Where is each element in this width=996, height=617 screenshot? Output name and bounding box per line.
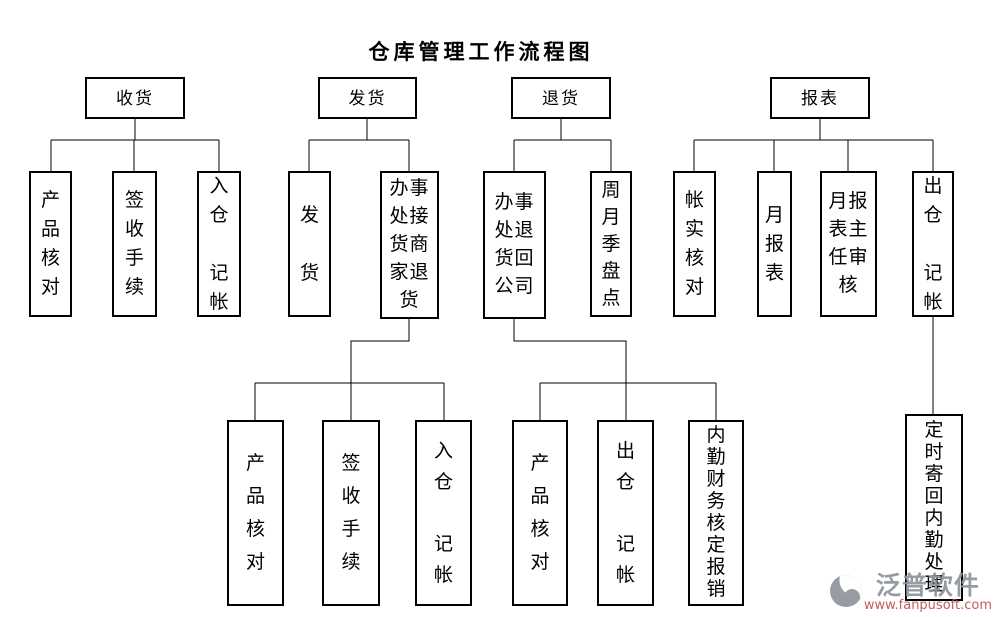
node-inbound-ledger-2: 入 仓 记 帐 bbox=[415, 420, 472, 606]
fanpu-logo-icon bbox=[829, 575, 862, 607]
node-product-check-3: 产 品 核 对 bbox=[512, 420, 568, 606]
node-sign-procedure-2: 签 收 手 续 bbox=[322, 420, 380, 606]
node-outbound-ledger-2: 出 仓 记 帐 bbox=[597, 420, 654, 606]
node-outbound-ledger-1: 出 仓 记 帐 bbox=[912, 171, 954, 317]
page-title: 仓库管理工作流程图 bbox=[368, 40, 594, 64]
node-period-inventory-count: 周 月 季 盘 点 bbox=[590, 171, 632, 317]
watermark-url: www.fanpusoft.com bbox=[863, 598, 992, 613]
node-inbound-ledger-1: 入 仓 记 帐 bbox=[197, 171, 241, 317]
node-office-return-to-company: 办事 处退 货回 公司 bbox=[483, 171, 546, 319]
node-reports: 报表 bbox=[770, 77, 870, 119]
node-returns: 退货 bbox=[511, 77, 611, 119]
node-office-receive-merchant-returns: 办事 处接 货商 家退 货 bbox=[380, 171, 439, 319]
node-account-reality-check: 帐 实 核 对 bbox=[673, 171, 716, 317]
node-office-finance-reimburse: 内 勤 财 务 核 定 报 销 bbox=[688, 420, 744, 606]
node-ship-goods: 发 货 bbox=[288, 171, 331, 317]
watermark: 泛普软件 www.fanpusoft.com bbox=[829, 571, 992, 613]
watermark-brand: 泛普软件 bbox=[875, 571, 980, 600]
node-monthly-report: 月 报 表 bbox=[757, 171, 792, 317]
node-product-check-2: 产 品 核 对 bbox=[227, 420, 284, 606]
node-receiving: 收货 bbox=[85, 77, 185, 119]
node-product-check-1: 产 品 核 对 bbox=[29, 171, 72, 317]
node-mail-back-office: 定 时 寄 回 内 勤 处 理 bbox=[905, 414, 963, 601]
node-sign-procedure-1: 签 收 手 续 bbox=[112, 171, 157, 317]
node-shipping: 发货 bbox=[318, 77, 417, 119]
node-report-director-review: 月报 表主 任审 核 bbox=[820, 171, 877, 317]
